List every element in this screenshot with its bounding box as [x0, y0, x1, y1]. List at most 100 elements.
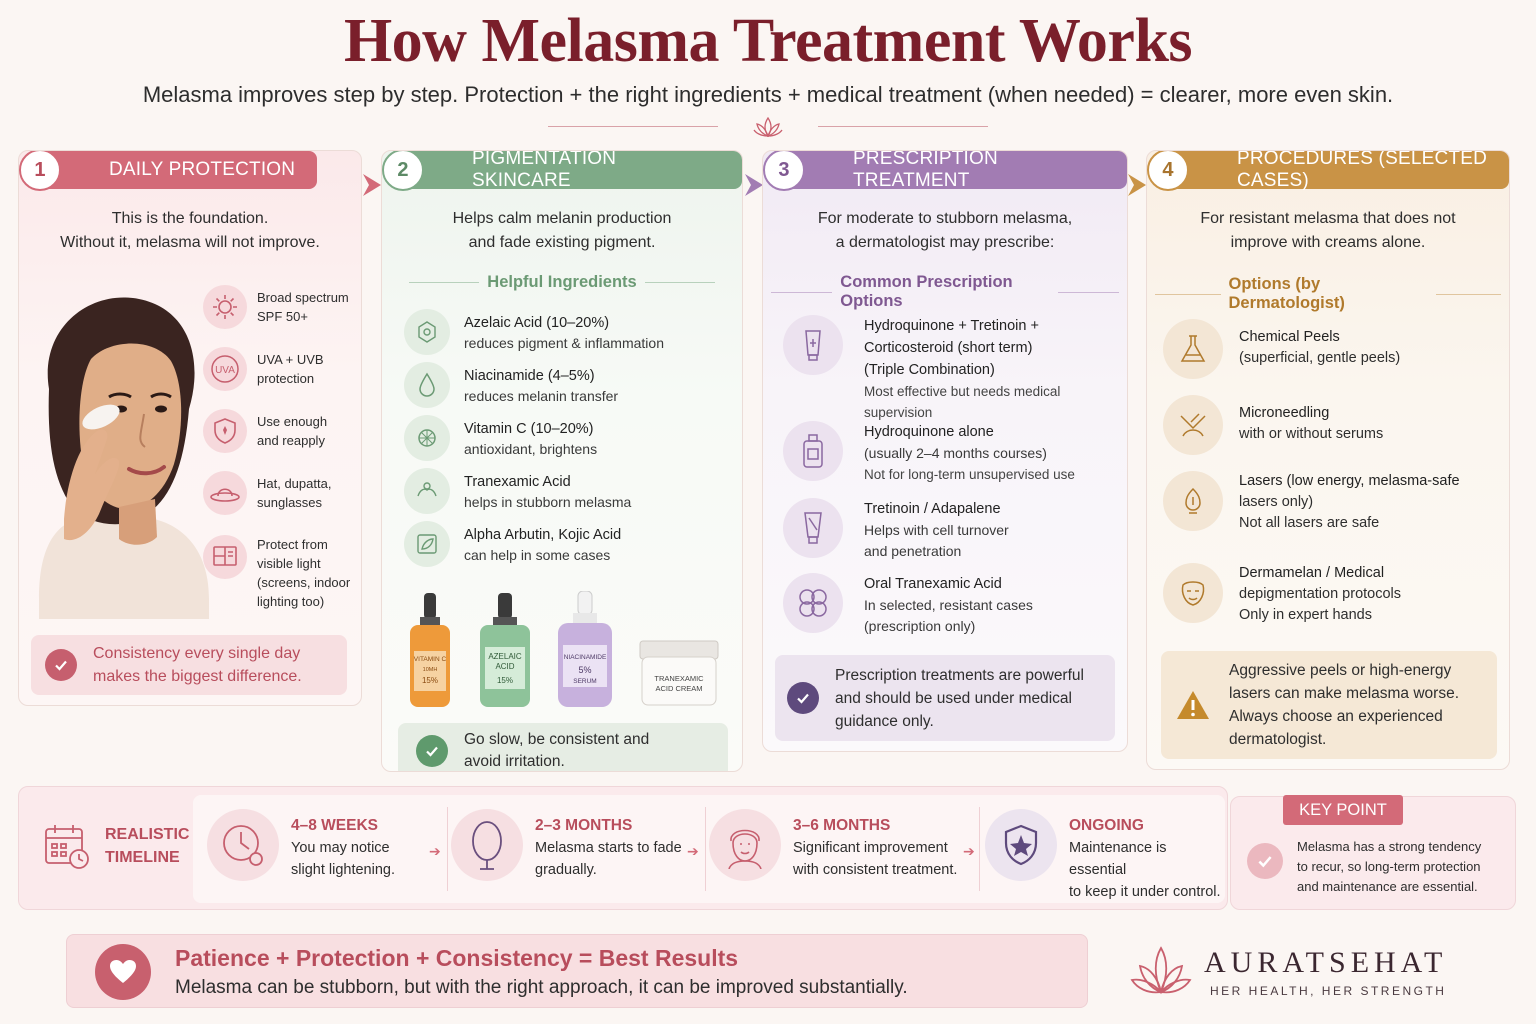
step1-intro: This is the foundation. Without it, mela… — [60, 210, 320, 251]
cream-tube-icon — [805, 330, 821, 361]
step2-header: 2 PIGMENTATION SKINCARE — [382, 150, 742, 191]
flask-icon — [1180, 335, 1206, 362]
ingredients-heading: Helpful Ingredients — [382, 273, 742, 292]
ingredient-item: Vitamin C (10–20%)antioxidant, brightens — [404, 415, 597, 461]
title-divider — [548, 116, 988, 138]
svg-text:ACID CREAM: ACID CREAM — [655, 684, 702, 693]
clock-icon — [223, 825, 263, 866]
pills-icon — [799, 589, 827, 617]
step1-header: 1 DAILY PROTECTION — [19, 151, 318, 191]
bottle-icon — [803, 434, 823, 468]
leaf-icon — [417, 534, 437, 554]
heart-icon — [110, 960, 136, 983]
brand-tagline: HER HEALTH, HER STRENGTH — [1210, 984, 1447, 998]
procedures-heading: Options (by Dermatologist) — [1147, 275, 1509, 313]
warning-icon — [1177, 691, 1209, 719]
svg-text:SERUM: SERUM — [573, 678, 596, 685]
chevron-right-icon — [745, 174, 763, 196]
step3-intro: For moderate to stubborn melasma, a derm… — [817, 210, 1073, 251]
step2-intro: Helps calm melanin production and fade e… — [452, 210, 672, 251]
check-icon — [1258, 856, 1272, 868]
svg-text:NIACINAMIDE: NIACINAMIDE — [564, 654, 607, 661]
key-point-badge: KEY POINT — [1283, 795, 1403, 825]
step2-number: 2 — [382, 151, 424, 191]
woman-applying-sunscreen-illustration — [39, 297, 209, 619]
skincare-products-illustration: VITAMIN C 10MH 15% AZELAIC ACID 15% NIAC… — [410, 591, 719, 707]
prescription-treatment-card: 3 PRESCRIPTION TREATMENT For moderate to… — [762, 150, 1128, 752]
mask-icon — [1181, 581, 1205, 606]
screen-icon — [213, 546, 237, 566]
hat-icon — [210, 488, 240, 502]
step2-label: PIGMENTATION SKINCARE — [472, 150, 617, 191]
step1-number: 1 — [19, 151, 61, 191]
page-title: How Melasma Treatment Works — [343, 7, 1193, 75]
step4-number: 4 — [1147, 151, 1189, 191]
results-headline: Patience + Protection + Consistency = Be… — [175, 945, 739, 971]
citrus-icon — [418, 429, 436, 447]
step1-label: DAILY PROTECTION — [109, 159, 296, 180]
svg-text:15%: 15% — [422, 676, 438, 685]
mirror-icon — [472, 821, 502, 870]
step4-header: 4 PROCEDURES (SELECTED CASES) — [1147, 151, 1509, 191]
step4-intro: For resistant melasma that does not impr… — [1200, 210, 1456, 251]
uva-icon: UVA — [211, 355, 239, 383]
prescription-heading: Common Prescription Options — [763, 273, 1127, 311]
step3-header: 3 PRESCRIPTION TREATMENT — [763, 150, 1127, 191]
arrow-right-icon: ➔ — [963, 843, 975, 859]
face-icon — [728, 829, 762, 869]
procedures-card: 4 PROCEDURES (SELECTED CASES) For resist… — [1146, 150, 1510, 770]
procedure-item: Chemical Peels(superficial, gentle peels… — [1163, 319, 1507, 379]
results-banner: Patience + Protection + Consistency = Be… — [66, 934, 1088, 1008]
prescription-item: Hydroquinone + Tretinoin +Corticosteroid… — [783, 315, 1123, 423]
molecule-icon — [418, 321, 436, 343]
svg-text:10MH: 10MH — [423, 667, 438, 673]
arrow-right-icon: ➔ — [429, 843, 441, 859]
check-icon — [797, 693, 809, 704]
tube-icon — [804, 512, 822, 544]
calendar-icon — [45, 825, 89, 869]
svg-text:UVA: UVA — [215, 365, 235, 376]
step3-label: PRESCRIPTION TREATMENT — [853, 150, 998, 191]
check-icon — [426, 746, 438, 757]
brand-name: AURATSEHAT — [1204, 946, 1448, 979]
laser-icon — [1185, 487, 1201, 514]
svg-text:TRANEXAMIC: TRANEXAMIC — [654, 674, 704, 683]
results-subline: Melasma can be stubborn, but with the ri… — [175, 977, 908, 998]
svg-text:AZELAIC: AZELAIC — [488, 652, 522, 661]
prescription-item: Hydroquinone alone(usually 2–4 months co… — [783, 421, 1123, 485]
lotus-icon — [753, 116, 783, 138]
daily-protection-card: 1 DAILY PROTECTION This is the foundatio… — [18, 150, 362, 706]
step3-number: 3 — [763, 151, 805, 191]
arrow-right-icon: ➔ — [687, 843, 699, 859]
sun-icon — [213, 295, 237, 319]
microneedle-icon — [1180, 413, 1206, 437]
hands-icon — [417, 482, 437, 497]
svg-text:5%: 5% — [578, 665, 591, 675]
svg-text:VITAMIN C: VITAMIN C — [414, 656, 447, 663]
svg-text:15%: 15% — [497, 676, 513, 685]
page-subtitle: Melasma improves step by step. Protectio… — [142, 82, 1394, 107]
ingredient-item: Azelaic Acid (10–20%)reduces pigment & i… — [404, 309, 664, 355]
shield-icon — [214, 418, 236, 444]
chevron-right-icon — [363, 174, 381, 196]
svg-text:ACID: ACID — [495, 662, 514, 671]
check-icon — [55, 660, 67, 671]
